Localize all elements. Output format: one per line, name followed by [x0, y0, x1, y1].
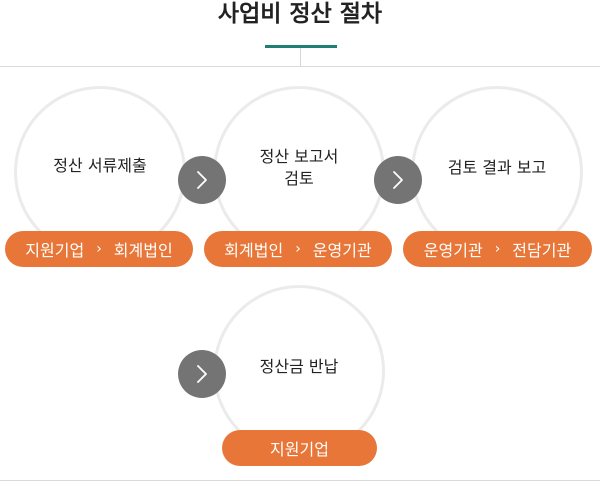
- step-2-flow-pill: 회계법인 › 운영기관: [204, 231, 392, 267]
- flow-separator: ›: [494, 241, 501, 257]
- step-3-to: 전담기관: [512, 241, 572, 260]
- step-2-from: 회계법인: [224, 241, 284, 260]
- step-2-to: 운영기관: [312, 241, 372, 260]
- title-divider-stem: [300, 48, 301, 67]
- step-4-circle: [213, 285, 385, 457]
- step-3-flow-pill: 운영기관 › 전담기관: [403, 231, 592, 267]
- step-4-flow-pill: 지원기업: [222, 430, 377, 466]
- step-2-label-line-1: 정산 보고서: [259, 147, 339, 166]
- chevron-right-icon: [374, 156, 422, 204]
- top-divider: [0, 66, 600, 67]
- step-2-label: 정산 보고서 검토: [219, 146, 379, 190]
- step-2-label-line-2: 검토: [284, 169, 314, 188]
- step-3-from: 운영기관: [423, 241, 483, 260]
- chevron-right-icon: [178, 156, 226, 204]
- flow-separator: ›: [96, 241, 102, 257]
- title-underline: [265, 45, 337, 48]
- step-1-to: 회계법인: [113, 241, 173, 260]
- step-1-label: 정산 서류제출: [20, 155, 180, 177]
- step-1-flow-pill: 지원기업 › 회계법인: [5, 231, 193, 267]
- step-1-circle: [14, 86, 186, 258]
- chevron-right-icon: [178, 350, 226, 398]
- step-3-label: 검토 결과 보고: [417, 157, 577, 179]
- step-4-label: 정산금 반납: [219, 356, 379, 378]
- step-4-from: 지원기업: [270, 440, 329, 459]
- step-4-label-line-1: 정산금 반납: [259, 357, 339, 376]
- bottom-divider: [0, 480, 600, 481]
- step-3-label-line-1: 검토 결과 보고: [447, 158, 547, 177]
- page-title: 사업비 정산 절차: [217, 1, 383, 27]
- step-1-from: 지원기업: [25, 241, 85, 260]
- step-1-label-line-1: 정산 서류제출: [53, 156, 147, 175]
- flow-separator: ›: [295, 241, 301, 257]
